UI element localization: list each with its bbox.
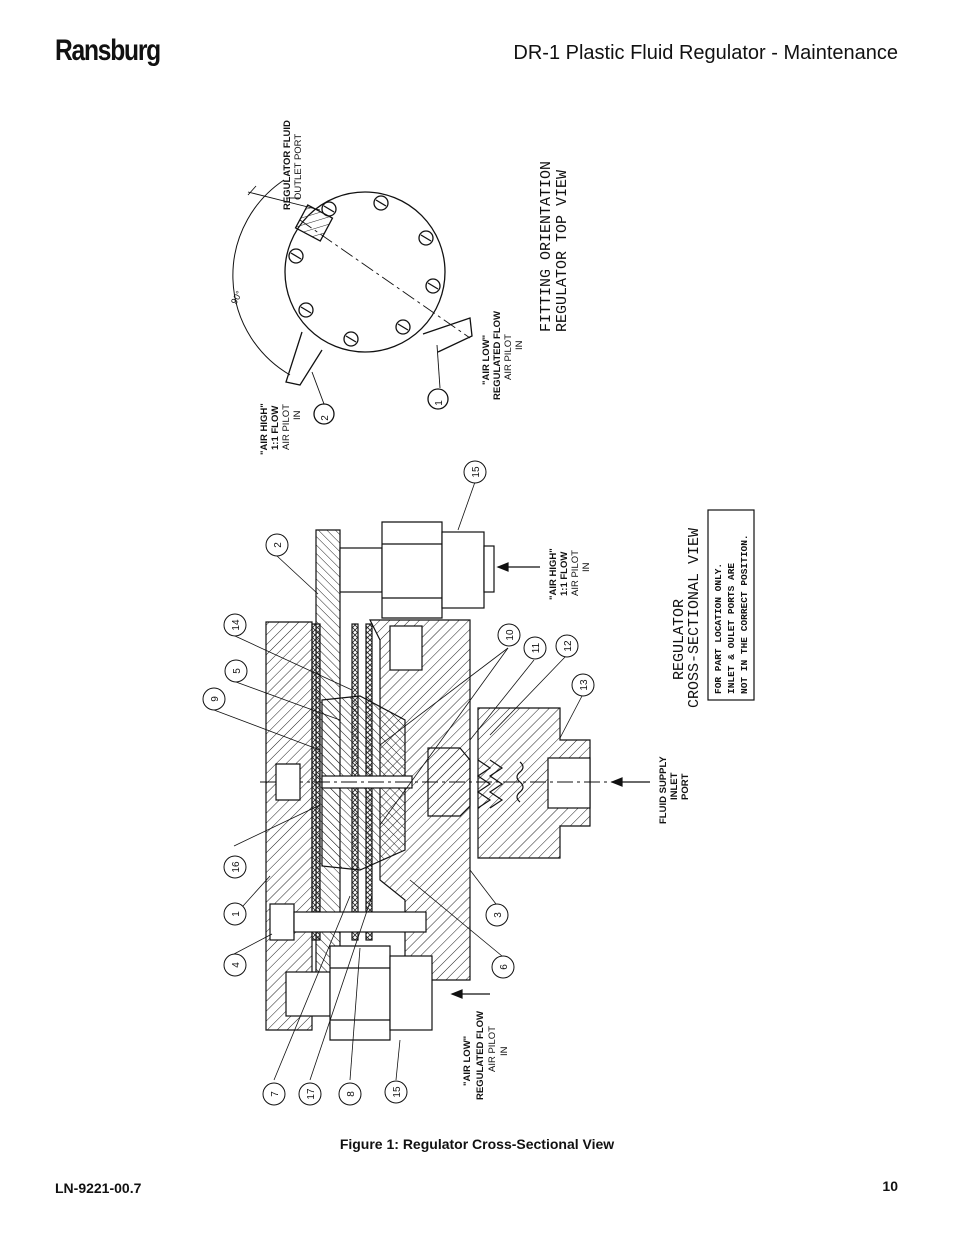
svg-text:12: 12 xyxy=(563,640,574,652)
svg-text:"AIR HIGH": "AIR HIGH" xyxy=(548,548,559,600)
svg-text:7: 7 xyxy=(270,1091,281,1097)
svg-text:10: 10 xyxy=(505,629,516,641)
svg-text:INLET & OULET PORTS ARE: INLET & OULET PORTS ARE xyxy=(726,563,737,694)
note-text: FOR PART LOCATION ONLY. INLET & OULET PO… xyxy=(713,534,750,694)
svg-text:IN: IN xyxy=(499,1046,510,1056)
svg-text:17: 17 xyxy=(306,1088,317,1100)
top-view xyxy=(232,179,473,425)
svg-text:16: 16 xyxy=(231,861,242,873)
svg-text:FLUID SUPPLY: FLUID SUPPLY xyxy=(658,756,669,824)
svg-text:13: 13 xyxy=(579,679,590,691)
svg-text:"AIR HIGH": "AIR HIGH" xyxy=(259,403,270,455)
svg-text:INLET: INLET xyxy=(669,772,680,800)
svg-text:NOT IN THE CORRECT POSITION.: NOT IN THE CORRECT POSITION. xyxy=(739,534,750,694)
section-air-low-label: "AIR LOW" REGULATED FLOW AIR PILOT IN xyxy=(462,1011,510,1100)
svg-text:REGULATED FLOW: REGULATED FLOW xyxy=(492,311,503,400)
document-number: LN-9221-00.7 xyxy=(55,1180,142,1196)
section-air-high-label: "AIR HIGH" 1:1 FLOW AIR PILOT IN xyxy=(548,548,592,600)
svg-text:1: 1 xyxy=(231,911,242,917)
brand-logo: Ransburg xyxy=(55,34,161,67)
svg-text:1:1 FLOW: 1:1 FLOW xyxy=(559,552,570,596)
svg-text:5: 5 xyxy=(232,668,243,674)
angle-label: 90° xyxy=(229,289,244,306)
svg-text:IN: IN xyxy=(514,340,525,350)
svg-text:AIR PILOT: AIR PILOT xyxy=(570,550,581,596)
figure-caption: Figure 1: Regulator Cross-Sectional View xyxy=(339,1136,615,1152)
svg-text:IN: IN xyxy=(292,410,303,420)
svg-text:14: 14 xyxy=(231,619,242,631)
header-title: DR-1 Plastic Fluid Regulator - Maintenan… xyxy=(513,42,898,64)
page-number: 10 xyxy=(882,1178,898,1194)
section-title-2: CROSS-SECTIONAL VIEW xyxy=(686,528,703,708)
svg-text:IN: IN xyxy=(581,562,592,572)
svg-text:FOR PART LOCATION ONLY.: FOR PART LOCATION ONLY. xyxy=(713,563,724,694)
svg-text:AIR PILOT: AIR PILOT xyxy=(487,1026,498,1072)
svg-text:"AIR LOW": "AIR LOW" xyxy=(481,335,492,385)
svg-text:"AIR LOW": "AIR LOW" xyxy=(462,1036,473,1086)
callout-1-top: 1 xyxy=(434,400,445,406)
top-view-title-1: FITTING ORIENTATION xyxy=(538,161,555,332)
top-view-title-2: REGULATOR TOP VIEW xyxy=(554,170,571,332)
callout-2-top: 2 xyxy=(320,415,331,421)
top-air-low-label: "AIR LOW" REGULATED FLOW AIR PILOT IN xyxy=(481,311,525,400)
svg-text:AIR PILOT: AIR PILOT xyxy=(281,404,292,450)
svg-text:8: 8 xyxy=(346,1091,357,1097)
fluid-supply-label: FLUID SUPPLY INLET PORT xyxy=(658,756,691,824)
outlet-label-1: REGULATOR FLUID xyxy=(282,120,293,210)
section-title-1: REGULATOR xyxy=(671,599,688,680)
svg-text:PORT: PORT xyxy=(680,773,691,800)
svg-text:2: 2 xyxy=(273,542,284,548)
cross-section xyxy=(202,460,650,1106)
svg-text:AIR PILOT: AIR PILOT xyxy=(503,334,514,380)
svg-text:6: 6 xyxy=(499,964,510,970)
svg-text:11: 11 xyxy=(531,642,542,653)
note-box xyxy=(707,509,755,701)
top-air-high-label: "AIR HIGH" 1:1 FLOW AIR PILOT IN xyxy=(259,403,303,455)
svg-text:3: 3 xyxy=(493,912,504,918)
svg-text:15: 15 xyxy=(471,466,482,478)
outlet-label-2: OUTLET PORT xyxy=(293,134,304,200)
screw-icons xyxy=(288,195,441,347)
svg-text:4: 4 xyxy=(231,962,242,968)
section-callout-numbers: 15 2 14 5 9 10 11 12 13 16 1 4 3 6 7 17 … xyxy=(210,466,590,1100)
svg-text:REGULATED FLOW: REGULATED FLOW xyxy=(475,1011,486,1100)
svg-text:1:1 FLOW: 1:1 FLOW xyxy=(270,406,281,450)
svg-text:15: 15 xyxy=(392,1086,403,1098)
svg-text:9: 9 xyxy=(210,696,221,702)
